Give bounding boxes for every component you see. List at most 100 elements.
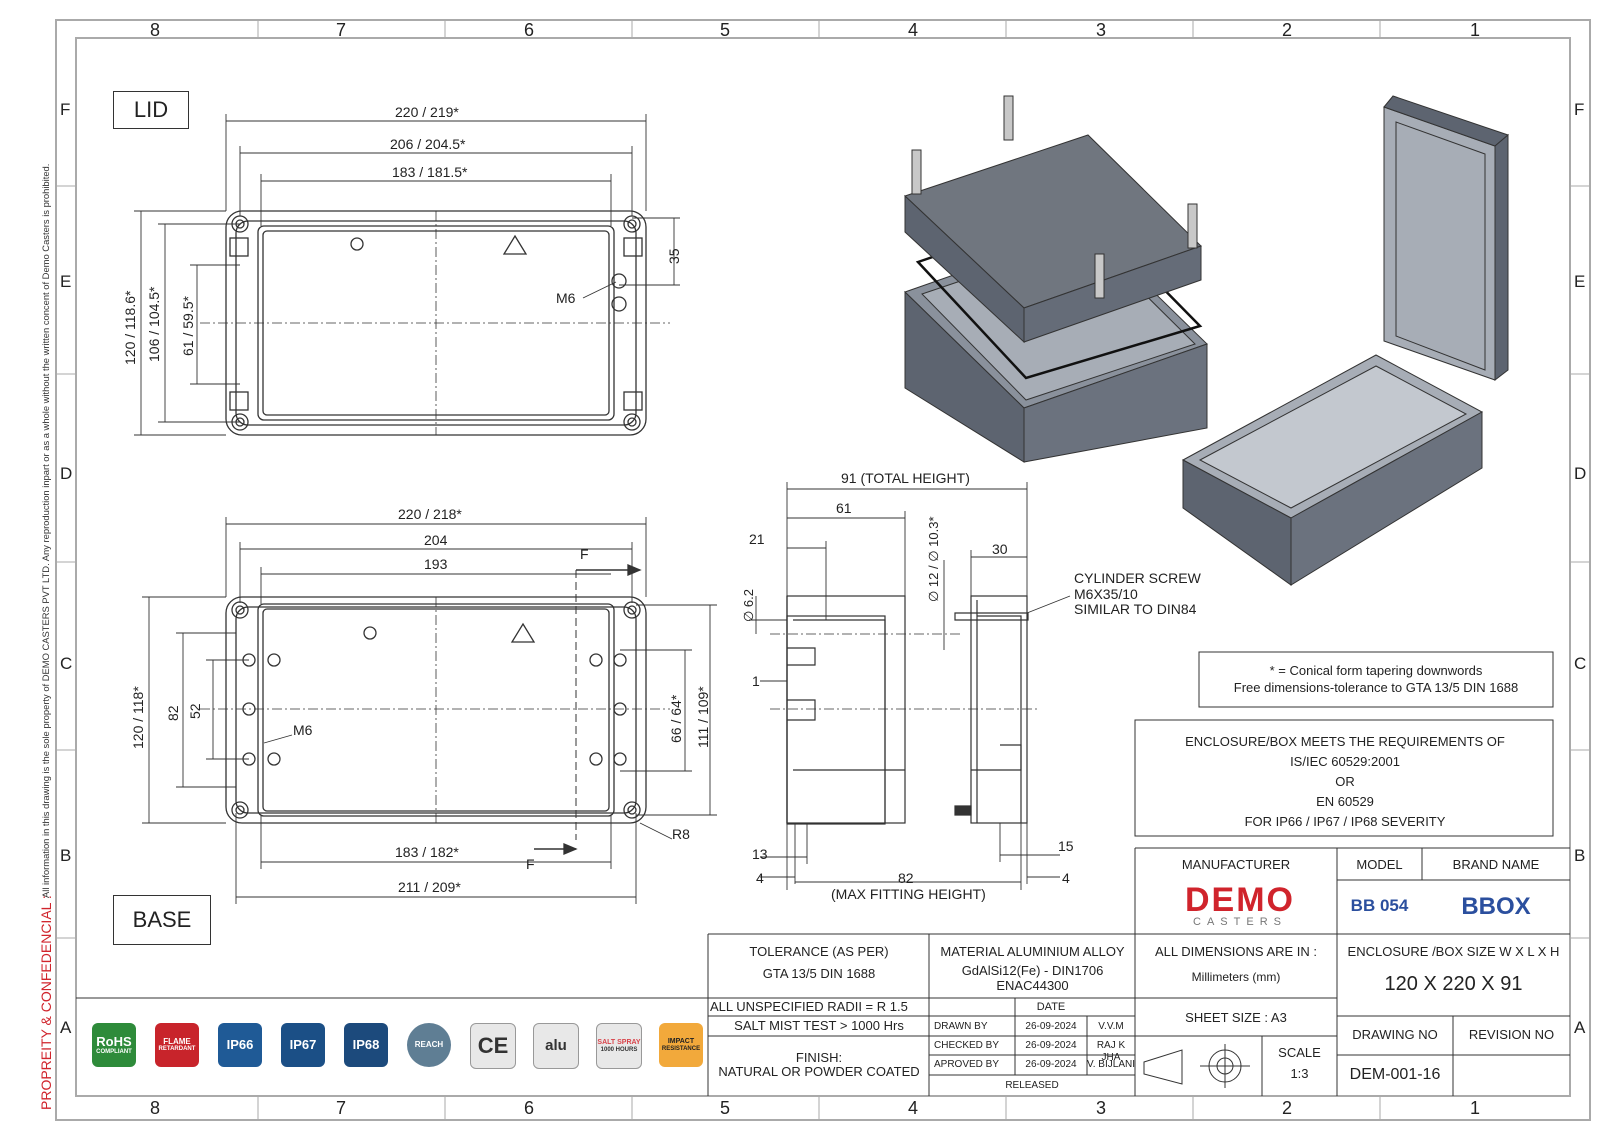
base-screw-label: M6	[293, 722, 313, 738]
badge-sub: 1000 HOURS	[600, 1046, 638, 1053]
standards-note: ENCLOSURE/BOX MEETS THE REQUIREMENTS OF …	[1136, 732, 1554, 832]
ip68-badge-icon: IP68	[344, 1023, 388, 1067]
row-label: F	[1574, 100, 1585, 119]
brand-header: BRAND NAME	[1452, 857, 1540, 872]
row-label: C	[1574, 654, 1587, 673]
revision-no-header: REVISION NO	[1468, 1027, 1555, 1042]
lid-width-mid: 206 / 204.5*	[390, 136, 466, 152]
side-dim-4a: 4	[756, 870, 764, 886]
standards-note-line: ENCLOSURE/BOX MEETS THE REQUIREMENTS OF	[1185, 734, 1505, 749]
lid-right-dim: 35	[666, 248, 682, 264]
demo-logo-sub: CASTERS	[1193, 916, 1287, 928]
base-right-66: 66 / 64*	[668, 694, 684, 743]
col-label: 7	[336, 20, 347, 40]
badge-label: IMPACT	[667, 1038, 695, 1046]
ip67-badge-icon: IP67	[281, 1023, 325, 1067]
side-dia-62: ∅ 6.2	[741, 588, 756, 622]
badge-sub: COMPLIANT	[96, 1048, 132, 1055]
screw-note-line: SIMILAR TO DIN84	[1074, 601, 1197, 617]
approved-initials: V. BIJLANI	[1087, 1059, 1135, 1070]
tolerance-line2: GTA 13/5 DIN 1688	[762, 966, 876, 981]
size-header: ENCLOSURE /BOX SIZE W X L X H	[1347, 944, 1560, 959]
col-label: 4	[908, 20, 919, 40]
scale-header: SCALE	[1278, 1045, 1321, 1060]
base-height-52: 52	[187, 703, 203, 719]
base-height-82: 82	[165, 705, 181, 721]
manufacturer-header: MANUFACTURER	[1181, 857, 1291, 872]
ce-badge-icon: CE	[470, 1023, 516, 1069]
badge-label: FLAME	[163, 1036, 191, 1046]
conical-note-line: * = Conical form tapering downwords	[1269, 663, 1483, 678]
reach-badge-icon: REACH	[407, 1023, 451, 1067]
date-header: DATE	[1036, 1001, 1066, 1013]
conical-note-box	[1198, 651, 1554, 708]
side-dim-13: 13	[752, 846, 768, 862]
approved-by-label: APROVED BY	[934, 1059, 1000, 1070]
base-view	[200, 564, 670, 855]
approved-date: 26-09-2024	[1025, 1059, 1077, 1070]
material-line3: ENAC44300	[996, 978, 1069, 993]
lid-view	[200, 210, 670, 436]
col-label: 2	[1282, 1098, 1293, 1118]
released-label: RELEASED	[1005, 1080, 1059, 1091]
drawn-by-label: DRAWN BY	[934, 1021, 988, 1032]
checked-initials: RAJ K JHA	[1096, 1040, 1126, 1063]
checked-by-label: CHECKED BY	[934, 1040, 1000, 1051]
row-label: D	[60, 464, 73, 483]
lid-dimensions	[134, 114, 680, 436]
col-label: 6	[524, 1098, 535, 1118]
row-label: F	[60, 100, 71, 119]
lid-height-outer: 120 / 118.6*	[122, 290, 138, 365]
row-label: D	[1574, 464, 1587, 483]
drawing-no-value: DEM-001-16	[1349, 1066, 1441, 1083]
title-block-grid	[76, 847, 1570, 1096]
side-total-height: 91 (TOTAL HEIGHT)	[841, 470, 970, 486]
col-label: 1	[1470, 20, 1481, 40]
col-label: 5	[720, 1098, 731, 1118]
base-width-outer: 220 / 218*	[398, 506, 462, 522]
lid-width-outer: 220 / 219*	[395, 104, 459, 120]
size-value: 120 X 220 X 91	[1384, 973, 1523, 995]
base-width-inner: 193	[424, 556, 448, 572]
conical-note-line: Free dimensions-tolerance to GTA 13/5 DI…	[1233, 680, 1519, 695]
standards-note-line: FOR IP66 / IP67 / IP68 SEVERITY	[1244, 814, 1446, 829]
screw-note-line: CYLINDER SCREW	[1074, 570, 1201, 586]
badge-sub: RESISTANCE	[661, 1045, 701, 1052]
standards-note-line: OR	[1335, 774, 1355, 789]
side-dim-82: 82	[898, 870, 914, 886]
base-radius: R8	[672, 826, 690, 842]
confidential-notice: All information in this drawing is the s…	[40, 163, 51, 898]
row-label: B	[1574, 846, 1586, 865]
col-label: 7	[336, 1098, 347, 1118]
salt-note: SALT MIST TEST > 1000 Hrs	[734, 1018, 904, 1033]
badge-label: REACH	[414, 1039, 444, 1049]
col-label: 1	[1470, 1098, 1481, 1118]
sheet-size: SHEET SIZE : A3	[1185, 1010, 1287, 1025]
base-width-mid: 204	[424, 532, 448, 548]
drawn-initials: V.V.M	[1098, 1021, 1124, 1032]
outer-frame	[55, 19, 1591, 1121]
alu-badge-icon: alu	[533, 1023, 579, 1069]
badge-sub: RETARDANT	[158, 1046, 196, 1053]
base-bottom-211: 211 / 209*	[398, 879, 461, 895]
col-label: 6	[524, 20, 535, 40]
section-mark-bottom: F	[526, 856, 535, 872]
screw-note-line: M6X35/10	[1074, 585, 1138, 602]
finish-line1: FINISH:	[795, 1050, 843, 1065]
side-dim-1: 1	[752, 673, 760, 689]
side-dim-21: 21	[749, 531, 765, 547]
base-bottom-183: 183 / 182*	[395, 844, 459, 860]
dims-line1: ALL DIMENSIONS ARE IN :	[1154, 944, 1318, 959]
lid-height-inner: 61 / 59.5*	[180, 296, 196, 356]
screw-note: CYLINDER SCREW M6X35/10 SIMILAR TO DIN84	[1074, 570, 1201, 618]
lid-screw-label: M6	[556, 290, 576, 306]
brand-logo: BBOX	[1461, 893, 1531, 920]
badge-label: IP68	[352, 1037, 380, 1053]
model-value: BB 054	[1350, 896, 1409, 915]
ip66-badge-icon: IP66	[218, 1023, 262, 1067]
badge-label: IP66	[226, 1037, 254, 1053]
